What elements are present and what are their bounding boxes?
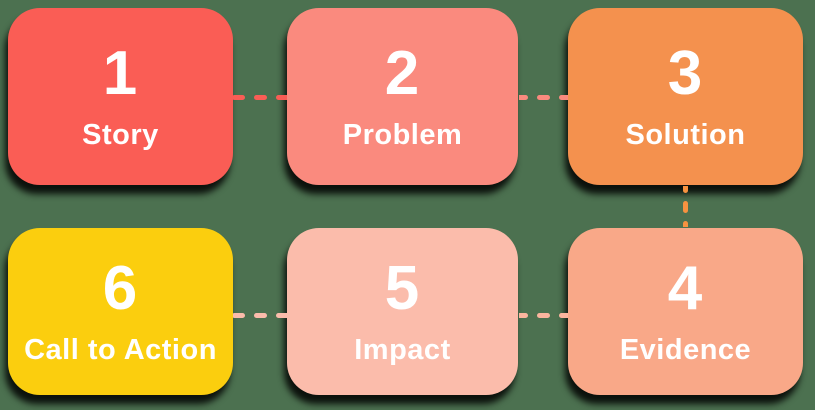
- dash: [275, 313, 287, 318]
- card-number: 4: [667, 254, 704, 323]
- dash: [559, 313, 568, 318]
- card-number: 3: [667, 39, 704, 108]
- dash: [683, 186, 688, 193]
- dash: [537, 313, 550, 318]
- card-label: Solution: [625, 119, 746, 151]
- card-story: 1 Story: [8, 8, 233, 185]
- dash: [683, 200, 688, 213]
- card-label: Impact: [354, 334, 451, 366]
- card-number: 1: [102, 39, 139, 108]
- card-label: Problem: [342, 119, 463, 151]
- dash: [233, 313, 245, 318]
- connector-problem-solution: [519, 95, 568, 100]
- card-call-to-action: 6 Call to Action: [8, 228, 233, 395]
- dash: [253, 95, 267, 100]
- card-number: 5: [384, 254, 421, 323]
- card-problem: 2 Problem: [287, 8, 518, 185]
- dash: [253, 313, 267, 318]
- card-impact: 5 Impact: [287, 228, 518, 395]
- connector-evidence-impact: [519, 313, 568, 318]
- card-evidence: 4 Evidence: [568, 228, 803, 395]
- card-number: 2: [384, 39, 421, 108]
- dash: [559, 95, 568, 100]
- dash: [683, 220, 688, 227]
- card-label: Story: [82, 119, 159, 151]
- dash: [275, 95, 287, 100]
- connector-impact-call-to-action: [233, 313, 287, 318]
- card-label: Evidence: [619, 334, 752, 366]
- card-label: Call to Action: [24, 334, 217, 366]
- card-number: 6: [102, 254, 139, 323]
- card-solution: 3 Solution: [568, 8, 803, 185]
- dash: [519, 313, 528, 318]
- connector-solution-evidence: [683, 186, 688, 227]
- dash: [233, 95, 245, 100]
- dash: [537, 95, 550, 100]
- connector-story-problem: [233, 95, 287, 100]
- dash: [519, 95, 528, 100]
